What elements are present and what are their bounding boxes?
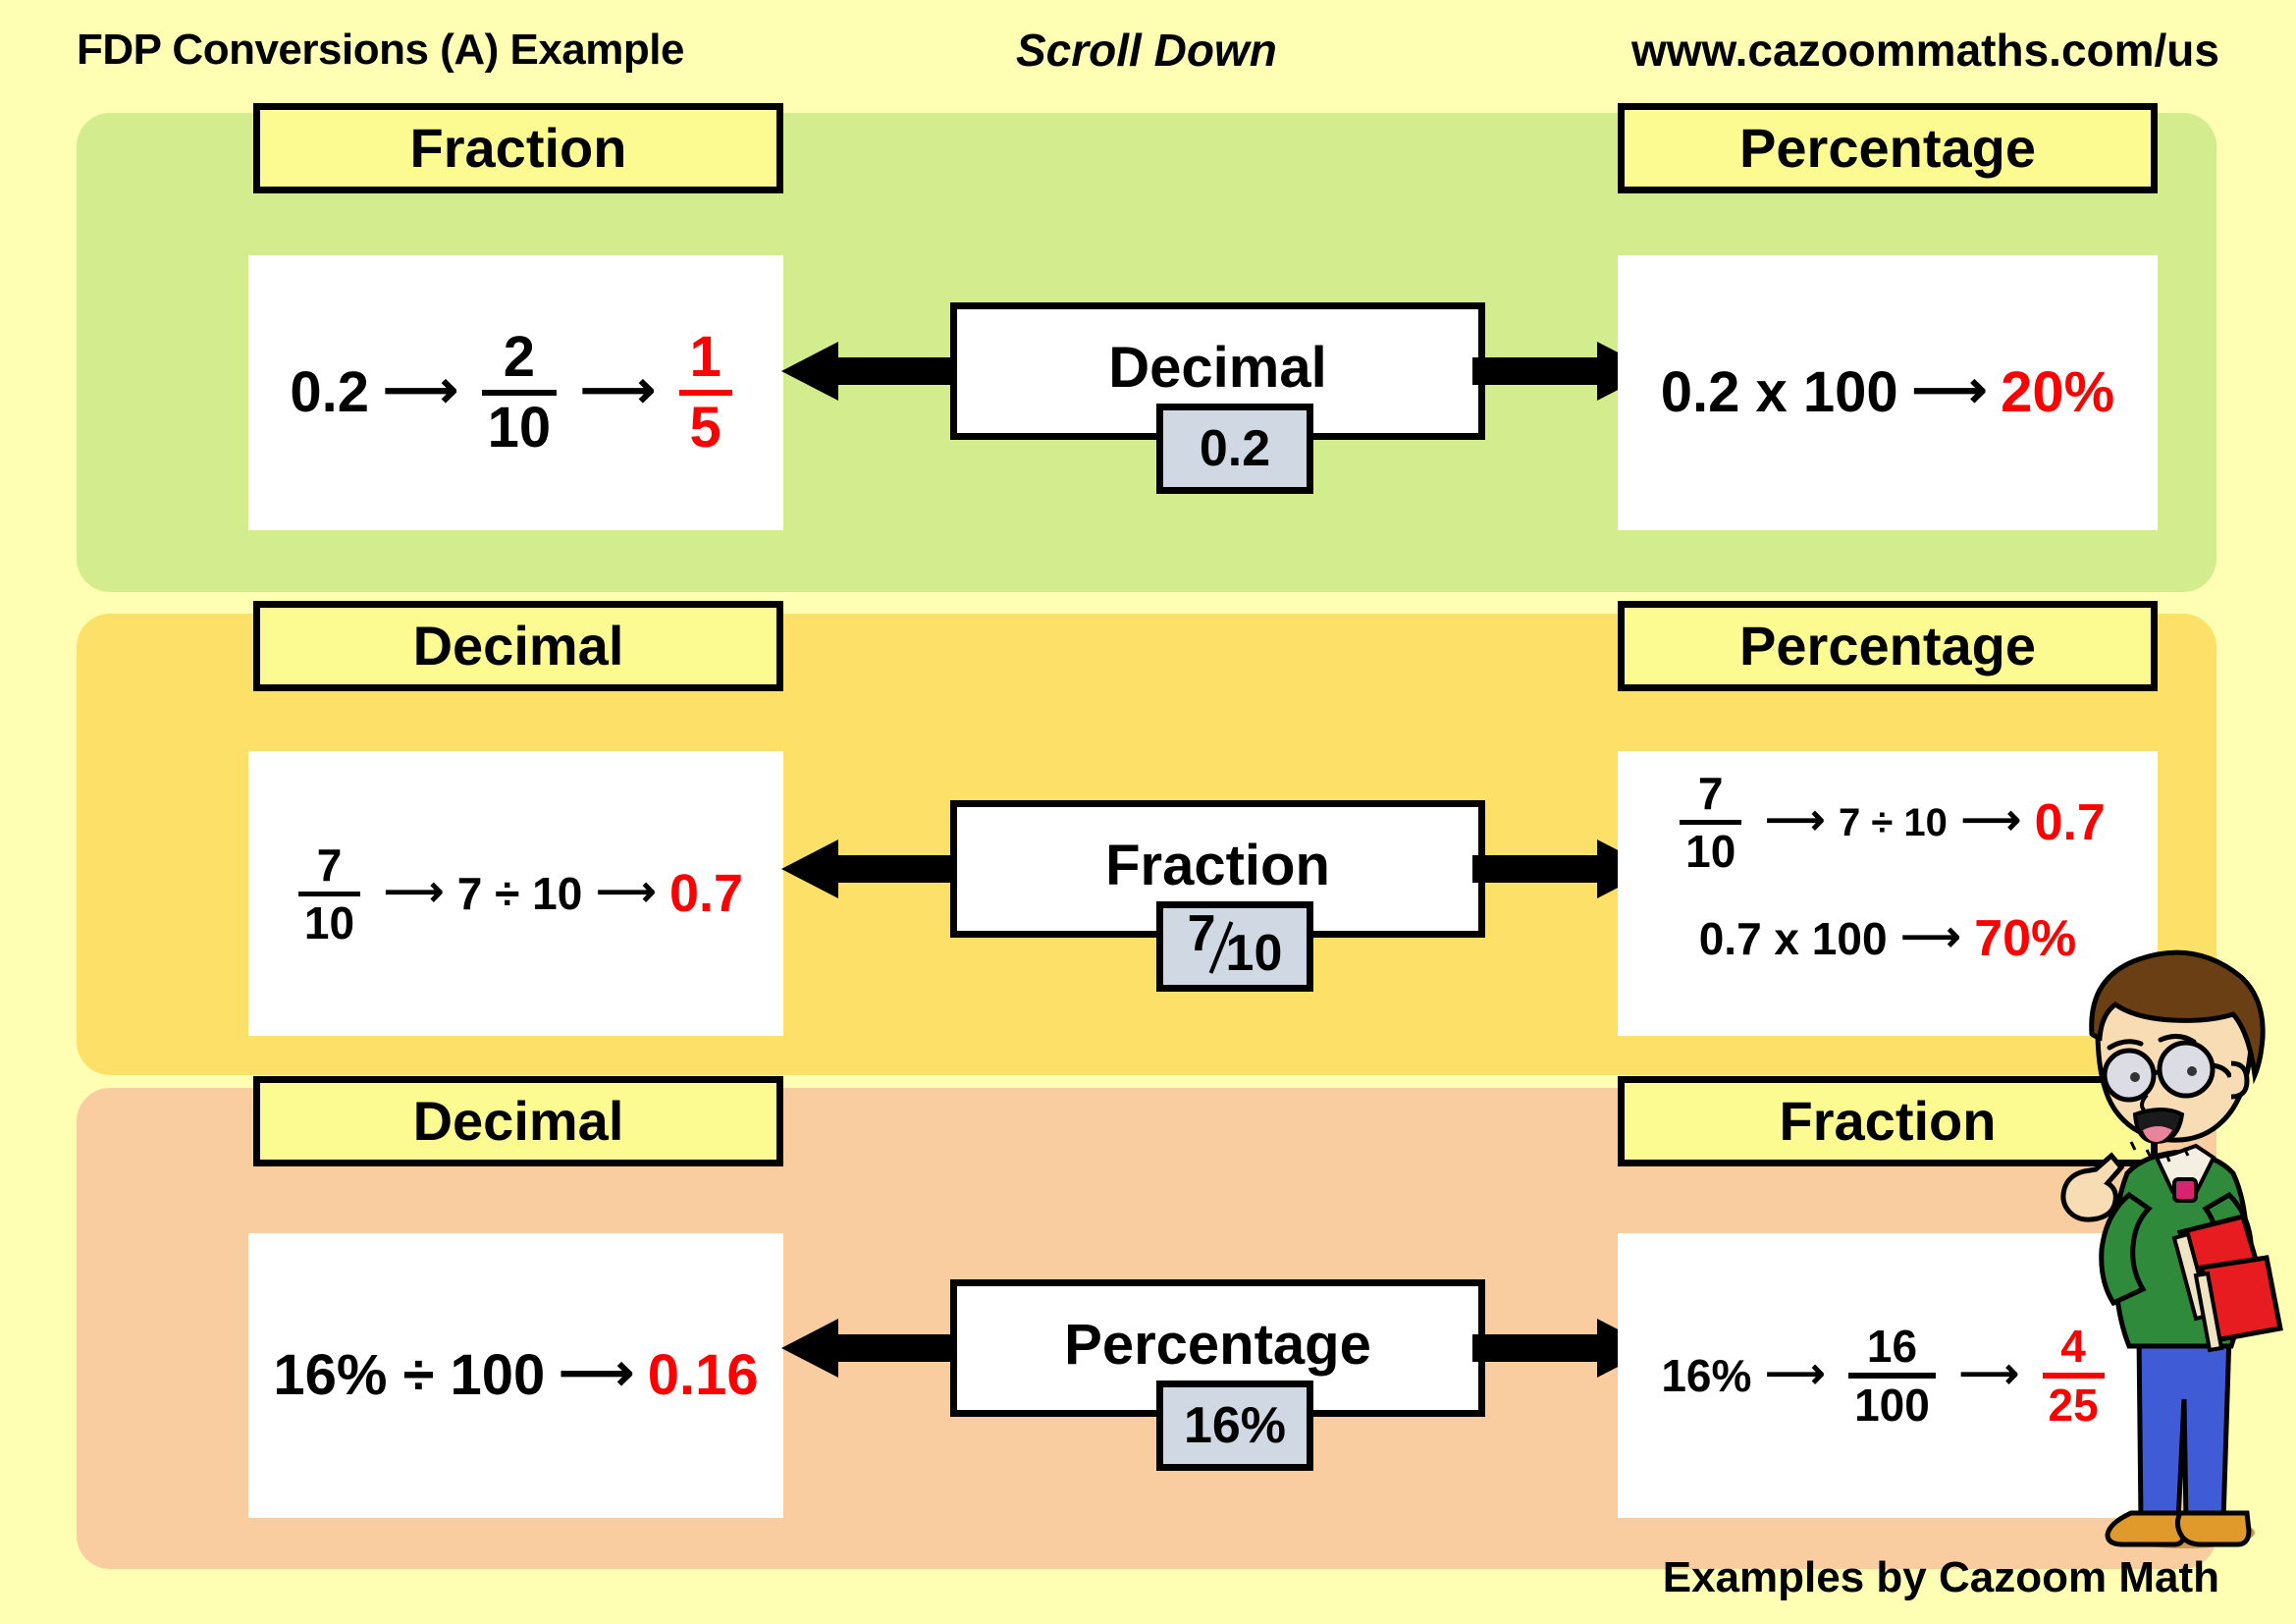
right-work-expression-line2-row2: 0.7 x 100 ⟶ 70% [1699, 913, 2077, 964]
fraction-bar [678, 390, 732, 396]
inline-arrow-icon: ⟶ [580, 361, 656, 420]
left-caption-box-row2: Decimal [253, 601, 783, 691]
left-caption-label-row2: Decimal [412, 615, 624, 677]
right-work-expression-row3: 16% ⟶ 16 100 ⟶ 4 25 [1661, 1324, 2113, 1428]
left-work-expression-row1: 0.2 ⟶ 2 10 ⟶ 1 5 [290, 329, 741, 457]
conversion-row-green: Fraction Percentage 0.2 ⟶ 2 10 ⟶ 1 5 Dec… [77, 103, 2216, 592]
right-expression-text-row1: 0.2 x 100 [1660, 360, 1898, 424]
right-answer-row1: 20% [2001, 360, 2115, 424]
left-expression-text-row3: 16% ÷ 100 [273, 1343, 546, 1407]
center-value-chip-row1: 0.2 [1156, 404, 1313, 494]
left-answer-fraction-row1: 1 5 [678, 325, 732, 460]
left-arrow-icon [781, 838, 963, 900]
fraction-bar [2042, 1373, 2105, 1379]
left-caption-label-row1: Fraction [409, 117, 627, 179]
center-source-label-row3: Percentage [1064, 1313, 1371, 1377]
inline-arrow-icon: ⟶ [383, 361, 458, 420]
fraction-bar [297, 891, 361, 896]
right-arrow-icon [1472, 340, 1654, 403]
right-work-expression-row1: 0.2 x 100 ⟶ 20% [1661, 364, 2114, 421]
right-arrow-icon [1472, 1317, 1654, 1380]
right-caption-label-row2: Percentage [1739, 615, 2036, 677]
fraction-numerator: 1 [689, 325, 721, 389]
right-middle-fraction-row3: 16 100 [1848, 1324, 1936, 1428]
fraction-numerator: 4 [2060, 1321, 2086, 1372]
inline-arrow-icon: ⟶ [1765, 796, 1825, 843]
right-caption-box-row1: Percentage [1618, 103, 2158, 193]
inline-arrow-icon: ⟶ [559, 1344, 634, 1403]
fraction-bar [1680, 820, 1742, 825]
right-answer-fraction-row3: 4 25 [2042, 1321, 2105, 1431]
right-answer-line1-row2: 0.7 [2034, 793, 2106, 851]
right-start-fraction-row2: 7 10 [1680, 768, 1742, 877]
right-caption-label-row1: Percentage [1739, 117, 2036, 179]
right-work-expression-line1-row2: 7 10 ⟶ 7 ÷ 10 ⟶ 0.7 [1670, 771, 2106, 874]
left-caption-box-row1: Fraction [253, 103, 783, 193]
left-caption-box-row3: Decimal [253, 1076, 783, 1166]
conversion-row-peach: Decimal Fraction 16% ÷ 100 ⟶ 0.16 Percen… [77, 1076, 2216, 1569]
website-url: www.cazoommaths.com/us [1631, 25, 2219, 76]
fraction-bar [481, 390, 558, 396]
center-source-label-row1: Decimal [1108, 336, 1327, 400]
left-work-panel-row3: 16% ÷ 100 ⟶ 0.16 [248, 1233, 783, 1518]
fraction-numerator: 16 [1866, 1321, 1918, 1372]
fraction-denominator: 5 [689, 396, 721, 460]
inline-arrow-icon: ⟶ [1960, 796, 2021, 843]
footer-credit: Examples by Cazoom Math [1662, 1553, 2219, 1601]
inline-arrow-icon: ⟶ [1765, 1349, 1826, 1396]
right-arrow-icon [1472, 838, 1654, 900]
fraction-numerator: 7 [1697, 768, 1724, 819]
right-caption-box-row3: Fraction [1618, 1076, 2158, 1166]
right-answer-line2-row2: 70% [1974, 910, 2077, 967]
fraction-denominator: 10 [1225, 925, 1283, 983]
inline-arrow-icon: ⟶ [1900, 912, 1961, 959]
fraction-numerator: 7 [316, 839, 343, 891]
fraction-denominator: 25 [2048, 1380, 2099, 1431]
right-work-panel-row2: 7 10 ⟶ 7 ÷ 10 ⟶ 0.7 0.7 x 100 ⟶ 70% [1618, 751, 2158, 1036]
center-source-label-row2: Fraction [1105, 834, 1330, 897]
left-work-expression-row3: 16% ÷ 100 ⟶ 0.16 [273, 1347, 758, 1404]
left-work-panel-row2: 7 10 ⟶ 7 ÷ 10 ⟶ 0.7 [248, 751, 783, 1036]
page-header: FDP Conversions (A) Example Scroll Down … [0, 18, 2296, 88]
inline-arrow-icon: ⟶ [1958, 1349, 2019, 1396]
right-expression-text-row2: 0.7 x 100 [1698, 913, 1888, 964]
left-start-fraction-row2: 7 10 [297, 839, 361, 948]
right-work-panel-row1: 0.2 x 100 ⟶ 20% [1618, 255, 2158, 530]
right-middle-text-row2: 7 ÷ 10 [1838, 800, 1948, 844]
left-work-panel-row1: 0.2 ⟶ 2 10 ⟶ 1 5 [248, 255, 783, 530]
left-caption-label-row3: Decimal [412, 1090, 624, 1152]
inline-arrow-icon: ⟶ [1911, 361, 1988, 420]
fraction-numerator: 2 [503, 325, 535, 389]
left-answer-row2: 0.7 [669, 864, 744, 923]
fraction-denominator: 10 [1685, 826, 1736, 877]
left-arrow-icon [781, 340, 963, 403]
conversion-row-yellow: Decimal Percentage 7 10 ⟶ 7 ÷ 10 ⟶ 0.7 F… [77, 601, 2216, 1075]
fraction-denominator: 10 [303, 896, 355, 948]
right-caption-label-row3: Fraction [1779, 1090, 1997, 1152]
left-start-value-row1: 0.2 [290, 360, 370, 424]
fraction-bar [1848, 1373, 1936, 1379]
left-work-expression-row2: 7 10 ⟶ 7 ÷ 10 ⟶ 0.7 [289, 842, 743, 946]
fraction-denominator: 10 [487, 396, 552, 460]
left-arrow-icon [781, 1317, 963, 1380]
center-value-text-row3: 16% [1183, 1397, 1287, 1454]
center-value-chip-row3: 16% [1156, 1380, 1313, 1471]
left-middle-text-row2: 7 ÷ 10 [456, 868, 583, 919]
scroll-down-hint: Scroll Down [1016, 25, 1277, 76]
left-middle-fraction-row1: 2 10 [481, 325, 558, 460]
center-value-text-row1: 0.2 [1199, 420, 1271, 477]
right-work-panel-row3: 16% ⟶ 16 100 ⟶ 4 25 [1618, 1233, 2158, 1518]
student-teacher-character-icon [2037, 938, 2296, 1566]
inline-arrow-icon: ⟶ [596, 867, 656, 914]
right-caption-box-row2: Percentage [1618, 601, 2158, 691]
left-answer-row3: 0.16 [647, 1343, 759, 1407]
page-title: FDP Conversions (A) Example [77, 26, 684, 74]
fraction-denominator: 100 [1854, 1380, 1930, 1431]
right-start-value-row3: 16% [1661, 1350, 1752, 1401]
fraction-numerator: 7 [1187, 905, 1216, 963]
inline-arrow-icon: ⟶ [384, 867, 444, 914]
